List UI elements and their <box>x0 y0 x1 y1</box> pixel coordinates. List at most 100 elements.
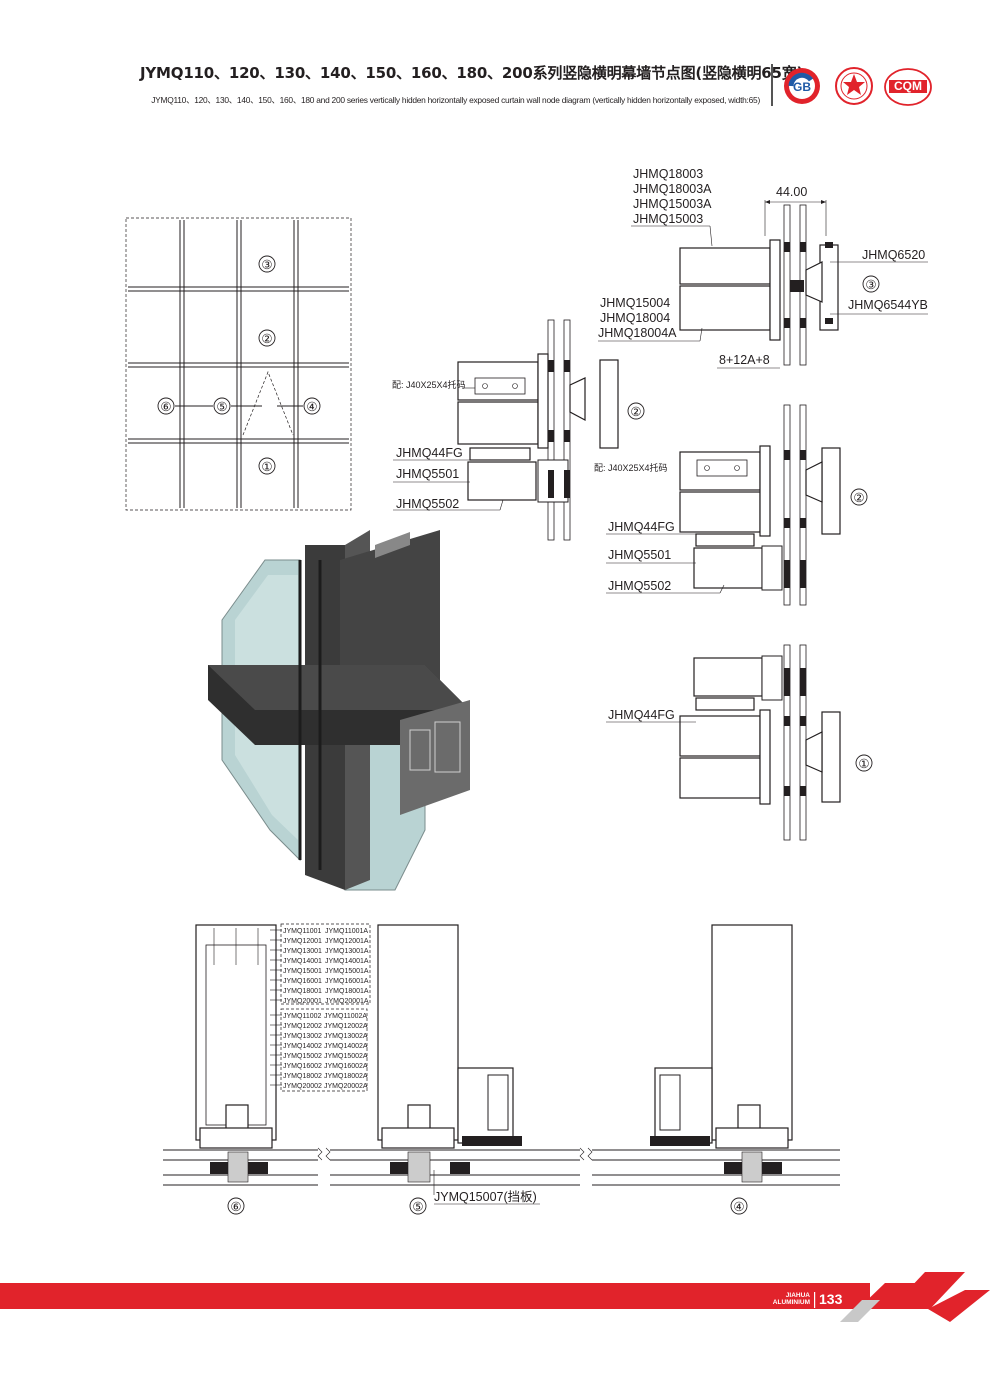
plan-list2-item: JYMQ16002A <box>324 1063 368 1070</box>
label-jhmq6520: JHMQ6520 <box>862 248 925 262</box>
plan-list1-item: JYMQ12001 <box>283 938 322 945</box>
svg-text:GB: GB <box>793 80 811 94</box>
label-jhmq15003: JHMQ15003 <box>633 212 703 226</box>
page-title: JYMQ110、120、130、140、150、160、180、200系列竖隐横… <box>140 64 804 82</box>
label-jhmq18004: JHMQ18004 <box>600 311 670 325</box>
plan-list1-item: JYMQ12001A <box>325 938 369 945</box>
bracket-label-left: 配: J40X25X4托码 <box>392 379 466 390</box>
plan-list2-item: JYMQ12002A <box>324 1023 368 1030</box>
plan-list2-item: JYMQ20002 <box>283 1083 322 1090</box>
section-1-marker-circle <box>855 754 873 772</box>
plan-marker-4: ④ <box>733 1200 744 1214</box>
footer-brand-line2: ALUMINIUM <box>772 1299 810 1306</box>
label-jhmq44fg-right: JHMQ44FG <box>608 520 675 534</box>
plan-list2-item: JYMQ15002 <box>283 1053 322 1060</box>
label-jhmq15003a: JHMQ15003A <box>633 197 712 211</box>
plan-list1-item: JYMQ11001A <box>325 928 368 935</box>
elevation-marker-3: ③ <box>261 258 272 272</box>
plan-list2-item: JYMQ13002 <box>283 1033 322 1040</box>
plan-list2-item: JYMQ12002 <box>283 1023 322 1030</box>
plan-list1-item: JYMQ14001A <box>325 958 369 965</box>
section-2-right <box>606 404 841 606</box>
section-2-left <box>393 319 619 541</box>
section-2-right-marker: ② <box>853 491 864 505</box>
marker-2-circle <box>258 329 276 347</box>
plan-list2-item: JYMQ15002A <box>324 1053 368 1060</box>
dimension-44: 44.00 <box>776 185 807 199</box>
cqm-logo: CQM <box>884 68 932 106</box>
plan-list1-item: JYMQ20001 <box>283 998 322 1005</box>
footer-brand: JIAHUA ALUMINIUM <box>762 1292 810 1306</box>
plan-list2-item: JYMQ11002 <box>283 1013 321 1020</box>
plan-list1-item: JYMQ15001A <box>325 968 369 975</box>
plan-list2-item: JYMQ16002 <box>283 1063 322 1070</box>
label-jhmq18003a: JHMQ18003A <box>633 182 712 196</box>
footer-brand-line1: JIAHUA <box>785 1292 810 1299</box>
elevation-grid <box>125 217 352 511</box>
plan-list1-item: JYMQ16001A <box>325 978 369 985</box>
plan-marker-5: ⑤ <box>412 1200 423 1214</box>
plan-section <box>163 923 840 1195</box>
footer-band <box>0 1272 990 1322</box>
section-3 <box>598 200 928 369</box>
section-2-left-marker-circle <box>627 402 645 420</box>
plan-list1-item: JYMQ13001A <box>325 948 369 955</box>
plan-list2-item: JYMQ11002A <box>324 1013 367 1020</box>
section-3-marker-circle <box>862 275 880 293</box>
plan-list1-item: JYMQ20001A <box>325 998 369 1005</box>
plan-list1-item: JYMQ16001 <box>283 978 322 985</box>
plan-list1-item: JYMQ18001 <box>283 988 322 995</box>
marker-1-circle <box>258 457 276 475</box>
elevation-marker-2: ② <box>261 332 272 346</box>
plan-list2-item: JYMQ18002A <box>324 1073 368 1080</box>
label-jhmq18004a: JHMQ18004A <box>598 326 677 340</box>
section-1-marker: ① <box>858 757 869 771</box>
plan-list2-item: JYMQ14002 <box>283 1043 322 1050</box>
label-jhmq5502-right: JHMQ5502 <box>608 579 671 593</box>
plan-list1-item: JYMQ15001 <box>283 968 322 975</box>
plan-list2-item: JYMQ18002 <box>283 1073 322 1080</box>
plan-marker-5-circle <box>409 1197 427 1215</box>
label-jhmq18003: JHMQ18003 <box>633 167 703 181</box>
elevation-marker-6: ⑥ <box>160 400 171 414</box>
plan-marker-6: ⑥ <box>230 1200 241 1214</box>
section-1 <box>606 644 841 841</box>
marker-3-circle <box>258 255 276 273</box>
marker-6-circle <box>157 397 175 415</box>
plan-list2-item: JYMQ13002A <box>324 1033 368 1040</box>
plan-marker-6-circle <box>227 1197 245 1215</box>
plan-list1-item: JYMQ14001 <box>283 958 322 965</box>
plan-list1-item: JYMQ11001 <box>283 928 321 935</box>
plan-list2-item: JYMQ20002A <box>324 1083 368 1090</box>
label-jhmq15004: JHMQ15004 <box>600 296 670 310</box>
label-jhmq44fg-left: JHMQ44FG <box>396 446 463 460</box>
glass-spec: 8+12A+8 <box>719 353 770 367</box>
marker-4-circle <box>303 397 321 415</box>
header-divider <box>771 64 773 106</box>
elevation-marker-4: ④ <box>306 400 317 414</box>
label-jhmq6544yb: JHMQ6544YB <box>848 298 928 312</box>
label-jymq15007: JYMQ15007(挡板) <box>434 1190 537 1204</box>
marker-5-circle <box>213 397 231 415</box>
label-jhmq44fg-bottom: JHMQ44FG <box>608 708 675 722</box>
plan-list2-item: JYMQ14002A <box>324 1043 368 1050</box>
product-3d-render <box>208 530 470 891</box>
china-famous-brand-logo <box>835 67 873 105</box>
section-2-left-marker: ② <box>630 405 641 419</box>
section-3-marker: ③ <box>865 278 876 292</box>
bracket-label-right: 配: J40X25X4托码 <box>594 462 668 473</box>
section-2-right-marker-circle <box>850 488 868 506</box>
plan-marker-4-circle <box>730 1197 748 1215</box>
page-number: 133 <box>819 1291 843 1307</box>
plan-list1-item: JYMQ13001 <box>283 948 322 955</box>
label-jhmq5501-left: JHMQ5501 <box>396 467 459 481</box>
elevation-marker-1: ① <box>261 460 272 474</box>
plan-list1-item: JYMQ18001A <box>325 988 369 995</box>
label-jhmq5502-left: JHMQ5502 <box>396 497 459 511</box>
label-jhmq5501-right: JHMQ5501 <box>608 548 671 562</box>
gb-logo: GB <box>784 68 820 104</box>
elevation-marker-5: ⑤ <box>216 400 227 414</box>
page-subtitle: JYMQ110、120、130、140、150、160、180 and 200 … <box>151 95 760 105</box>
cqm-text: CQM <box>894 79 922 93</box>
